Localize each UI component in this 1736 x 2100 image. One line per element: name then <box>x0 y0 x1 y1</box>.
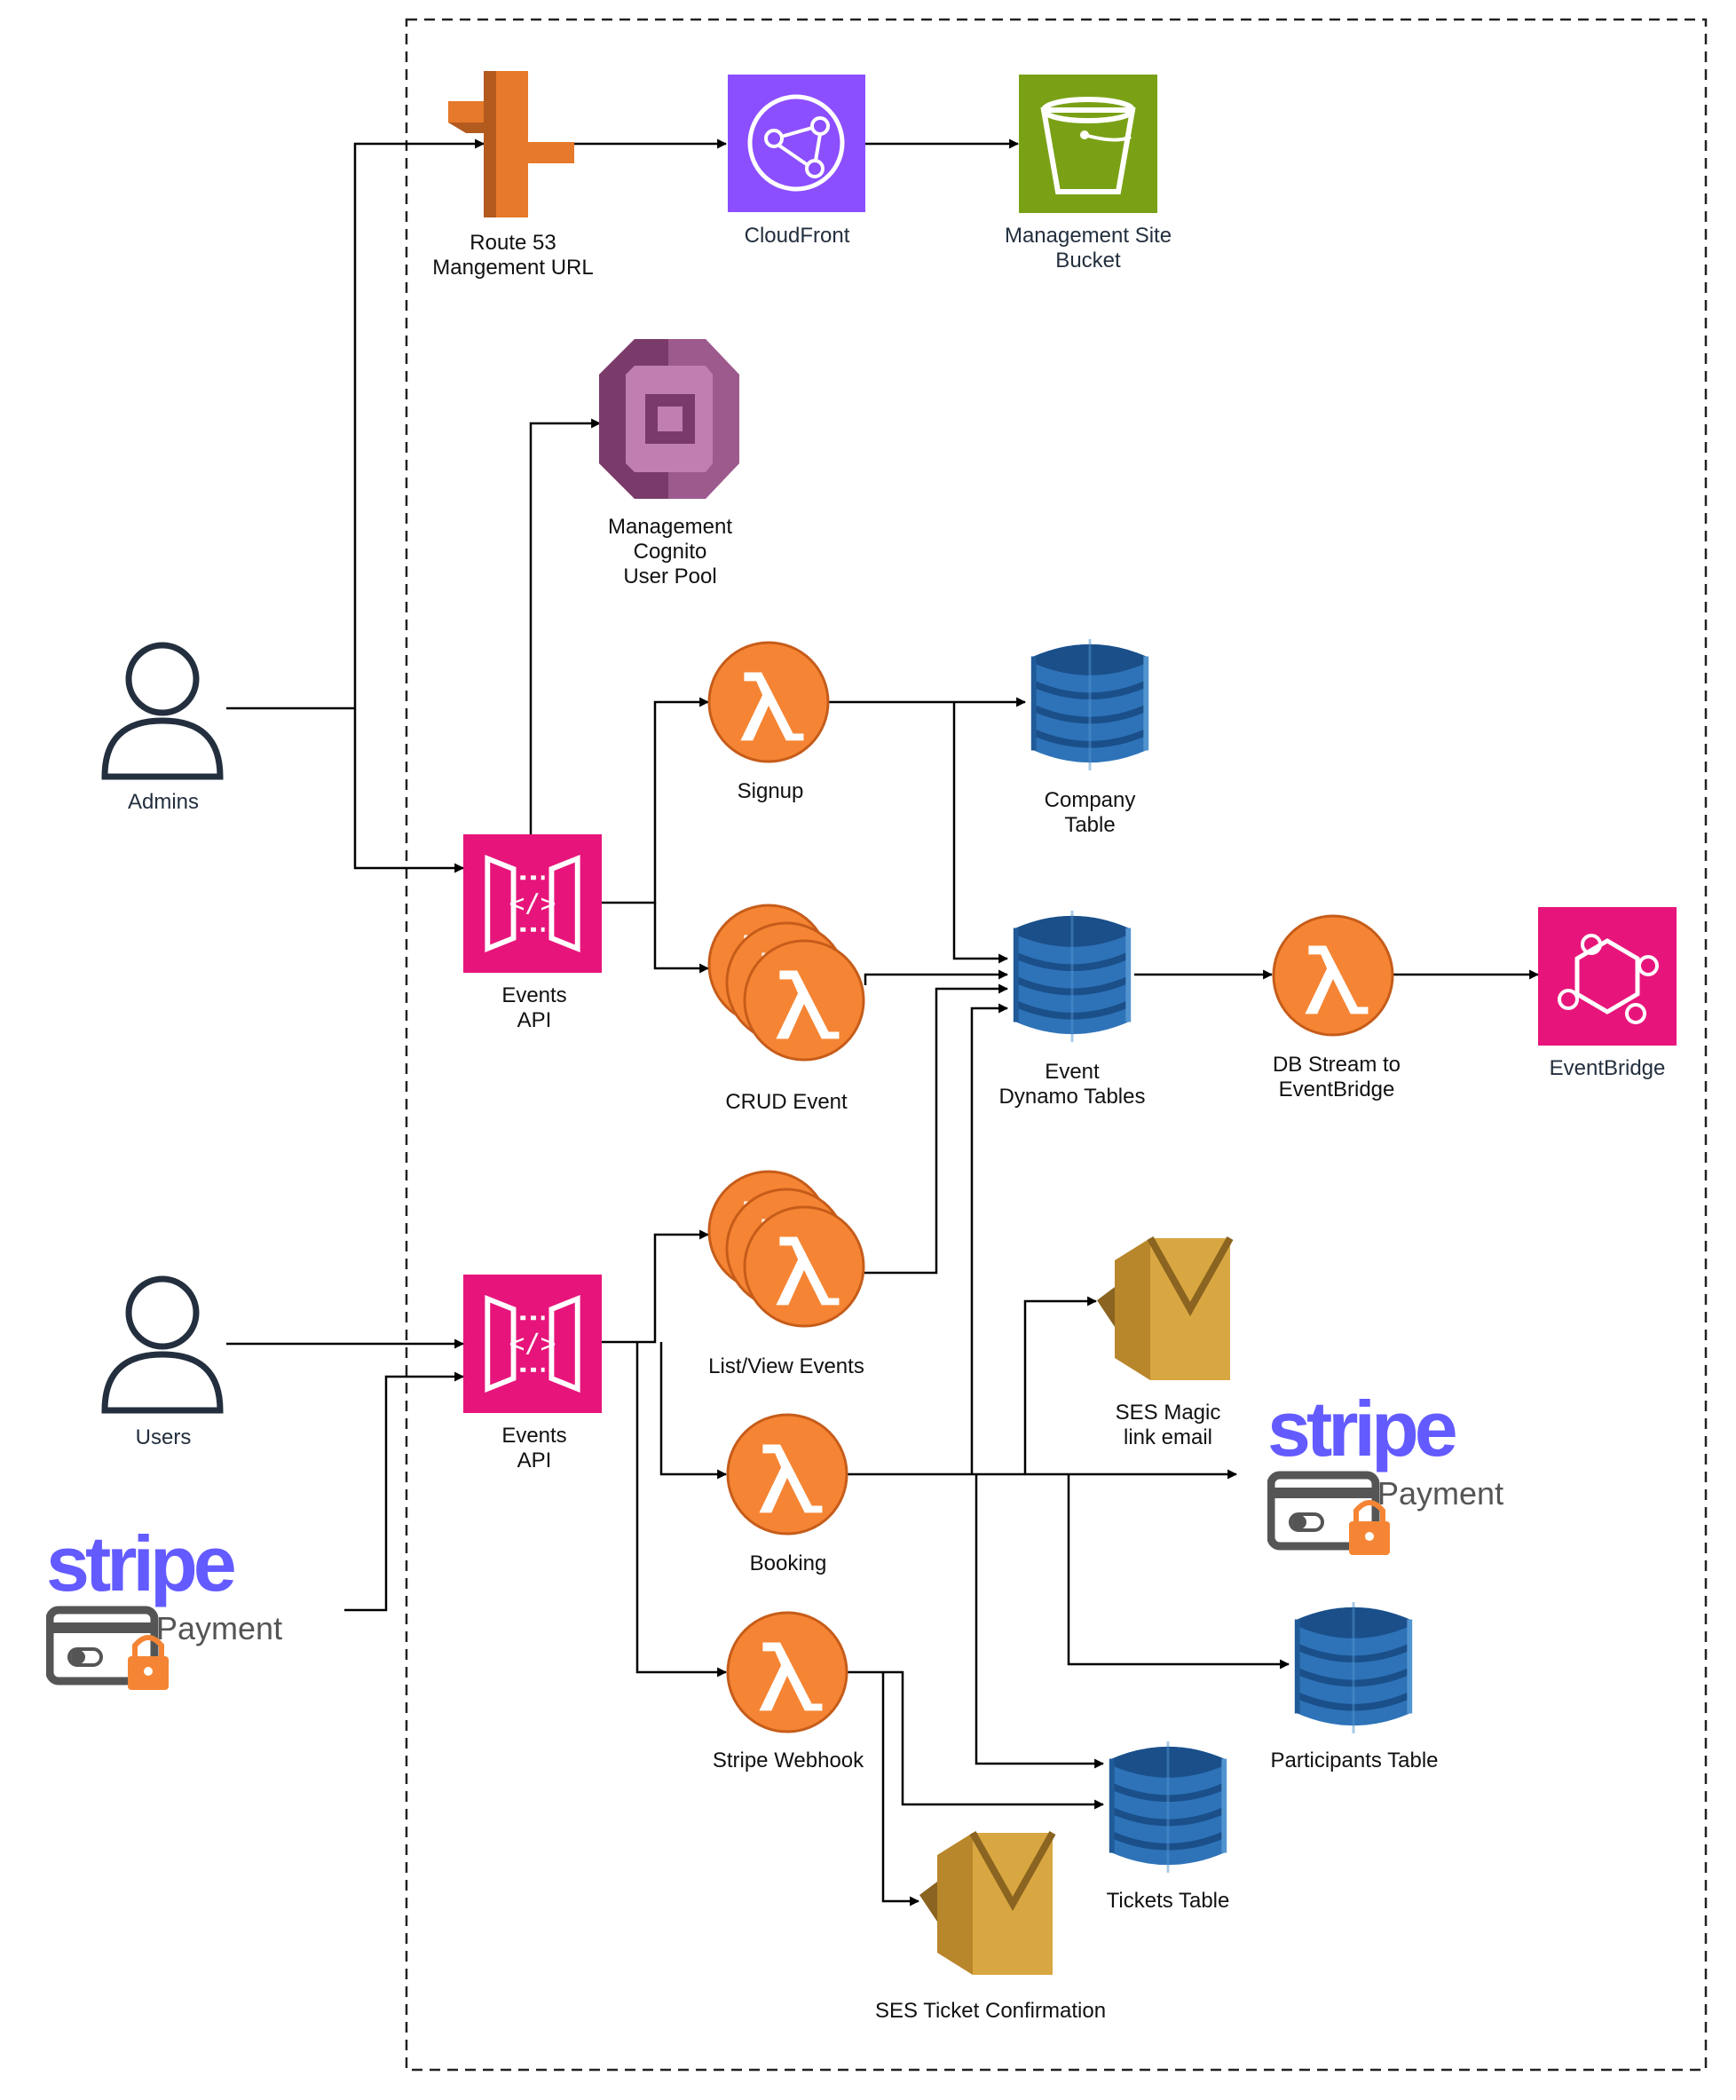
tickets-table-label: Tickets Table <box>1106 1889 1230 1913</box>
edge-crud-events <box>864 969 1009 985</box>
edge-api-signup <box>602 697 710 904</box>
edge-list-events <box>863 983 1009 1275</box>
edge-api-list <box>602 1229 710 1344</box>
edge-admins-route53 <box>226 138 485 710</box>
route53-label: Route 53 Mangement URL <box>432 231 594 280</box>
stripe-right-icon <box>1267 1385 1456 1555</box>
participants-table-label: Participants Table <box>1270 1749 1439 1772</box>
stripe-left-icon <box>46 1520 234 1690</box>
route53-icon <box>448 71 574 217</box>
eventbridge-label: EventBridge <box>1549 1056 1666 1080</box>
stripe-webhook-lambda-icon <box>726 1611 848 1733</box>
signup-lambda-icon <box>707 641 830 763</box>
edge-booking-participants <box>1067 1474 1290 1670</box>
edge-api-cognito <box>529 418 602 834</box>
edge-booking-ses <box>1023 1296 1098 1474</box>
crud-event-lambda-stack-icon <box>707 904 865 1062</box>
stripe-right-caption: Payment <box>1377 1475 1503 1512</box>
admins-label: Admins <box>127 790 200 814</box>
eventbridge-icon <box>1538 907 1677 1046</box>
ses-ticket-label: SES Ticket Confirmation <box>874 1999 1107 2023</box>
db-stream-label: DB Stream to EventBridge <box>1272 1053 1401 1101</box>
cognito-icon <box>599 339 739 499</box>
users-label: Users <box>135 1425 192 1449</box>
s3-bucket-icon <box>1019 75 1157 213</box>
connectors <box>226 138 1540 1907</box>
company-table-label: Company Table <box>1044 788 1136 837</box>
participants-table-dynamodb-icon <box>1298 1602 1410 1733</box>
edge-signup-events <box>952 702 1009 964</box>
edge-api-booking <box>659 1342 728 1480</box>
signup-label: Signup <box>737 779 804 803</box>
edge-webhook-tickets <box>848 1670 1105 1810</box>
edge-admins-api <box>353 708 465 873</box>
events-api-admin-icon <box>463 834 602 973</box>
edge-webhook-ses <box>881 1672 920 1907</box>
booking-lambda-icon <box>726 1413 848 1536</box>
tickets-table-dynamodb-icon <box>1112 1741 1225 1873</box>
users-user-icon <box>105 1279 220 1410</box>
s3-label: Management Site Bucket <box>1004 224 1172 272</box>
cognito-label: Management Cognito User Pool <box>607 515 733 588</box>
stripe-webhook-label: Stripe Webhook <box>712 1749 864 1772</box>
list-view-events-label: List/View Events <box>708 1354 864 1378</box>
edge-api-webhook <box>635 1342 728 1678</box>
edge-booking-tickets <box>975 1474 1105 1769</box>
ses-ticket-confirmation-icon <box>919 1833 1053 1975</box>
company-table-dynamodb-icon <box>1034 639 1147 770</box>
admins-user-icon <box>105 645 220 777</box>
events-api-users-label: Events API <box>501 1424 567 1472</box>
events-api-admin-label: Events API <box>501 983 567 1032</box>
event-tables-label: Event Dynamo Tables <box>998 1060 1146 1109</box>
event-tables-dynamodb-icon <box>1016 911 1129 1042</box>
list-view-events-lambda-stack-icon <box>707 1170 865 1328</box>
cloudfront-label: CloudFront <box>744 224 850 248</box>
db-stream-lambda-icon <box>1272 914 1394 1037</box>
edge-booking-events <box>970 1003 1009 1474</box>
events-api-users-icon <box>463 1275 602 1413</box>
system-boundary <box>405 18 1708 2072</box>
crud-event-label: CRUD Event <box>725 1090 848 1114</box>
ses-magic-link-icon <box>1097 1238 1230 1380</box>
booking-label: Booking <box>749 1551 827 1575</box>
edge-stripe-api <box>344 1371 465 1612</box>
ses-magic-label: SES Magic link email <box>1115 1401 1221 1449</box>
stripe-left-caption: Payment <box>156 1610 282 1646</box>
edge-api-crud <box>653 903 710 974</box>
cloudfront-icon <box>728 75 865 212</box>
